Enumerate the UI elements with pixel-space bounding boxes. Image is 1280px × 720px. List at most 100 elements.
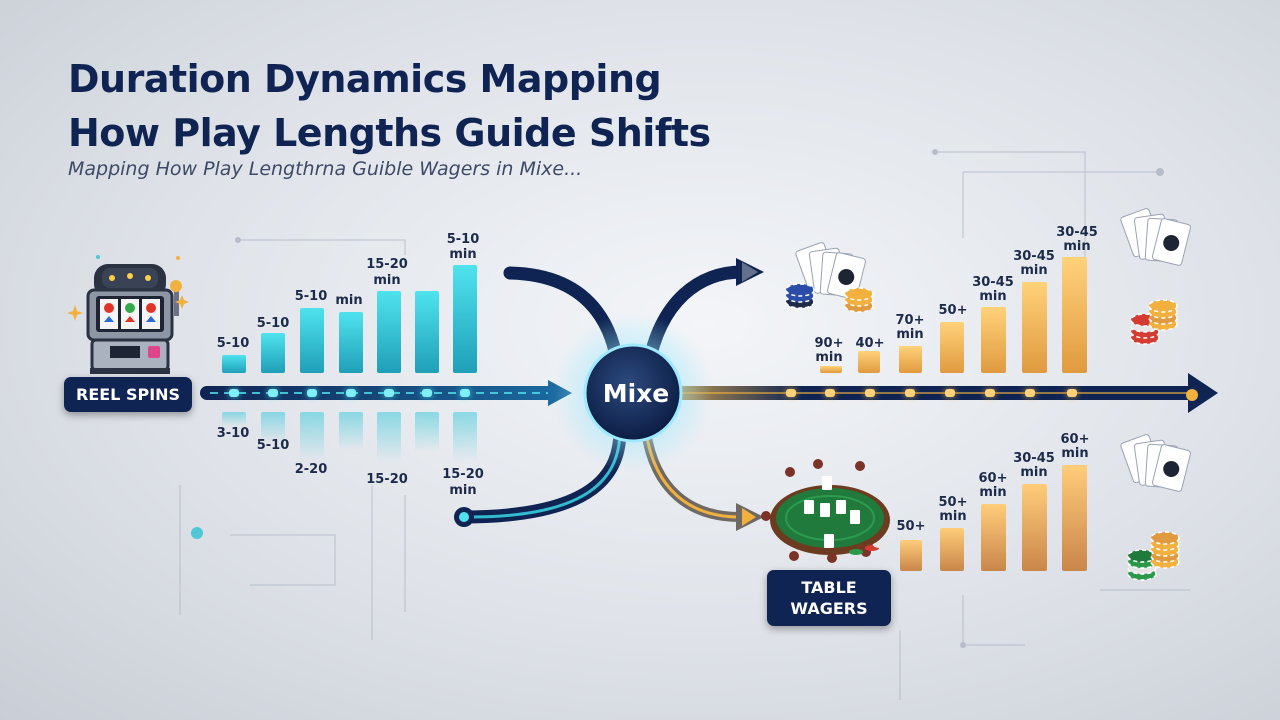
- track-dot: [268, 389, 278, 397]
- sparkle: [176, 256, 180, 260]
- bar: [339, 312, 363, 373]
- duration-label: 3-10: [217, 426, 250, 441]
- bar: [900, 540, 922, 571]
- bar: [300, 308, 324, 373]
- lower-left-reflection-bars: [222, 412, 477, 462]
- card-suit: [838, 268, 855, 285]
- upper-right-bars: [820, 257, 1087, 373]
- duration-label: min: [373, 273, 400, 288]
- table-wagers-line-1: TABLE: [801, 578, 857, 597]
- duration-label: 5-10: [257, 316, 290, 331]
- title-line-2: How Play Lengths Guide Shifts: [68, 111, 711, 155]
- hub-label: Mixe: [603, 379, 670, 408]
- trace: [238, 239, 406, 255]
- duration-label: 30-45: [1056, 225, 1098, 240]
- sparkles: [67, 255, 189, 321]
- bar: [981, 504, 1006, 571]
- trace-dot: [235, 237, 241, 243]
- duration-label: 15-20: [366, 472, 408, 487]
- playing-cards-icon: [1120, 434, 1191, 492]
- duration-label: 60+: [1061, 432, 1090, 447]
- duration-label: min: [815, 350, 842, 365]
- duration-label: min: [939, 509, 966, 524]
- bar-reflection: [339, 412, 363, 450]
- duration-label: min: [979, 485, 1006, 500]
- duration-label: 30-45: [1013, 249, 1055, 264]
- track-dot: [985, 389, 995, 397]
- duration-label: 40+: [856, 336, 885, 351]
- upper-arrowhead: [736, 258, 764, 286]
- track-dot: [905, 389, 915, 397]
- track-dot: [786, 389, 796, 397]
- track-dot: [1025, 389, 1035, 397]
- upper-left-bars: [222, 265, 477, 373]
- chip: [1150, 531, 1180, 545]
- bar-reflection: [300, 412, 324, 460]
- duration-label: min: [1061, 446, 1088, 461]
- bar: [899, 346, 922, 373]
- duration-label: min: [896, 327, 923, 342]
- duration-label: min: [1020, 263, 1047, 278]
- bar-reflection: [377, 412, 401, 462]
- poker-table-icon: [761, 459, 890, 563]
- card: [1151, 444, 1191, 492]
- track-dot: [945, 389, 955, 397]
- duration-label: 50+: [939, 495, 968, 510]
- circuit-traces: [179, 151, 1190, 700]
- sparkle: [96, 255, 100, 259]
- duration-label: 30-45: [1013, 451, 1055, 466]
- duration-label: 15-20: [442, 467, 484, 482]
- duration-label: 50+: [897, 519, 926, 534]
- duration-label: 90+: [815, 336, 844, 351]
- bar-reflection: [261, 412, 285, 442]
- trace: [230, 534, 336, 586]
- duration-label: 2-20: [295, 462, 328, 477]
- bar: [940, 528, 964, 571]
- duration-label: 70+: [896, 313, 925, 328]
- bar: [1022, 484, 1047, 571]
- bar: [261, 333, 285, 373]
- track-dot: [460, 389, 470, 397]
- bar: [1062, 465, 1087, 571]
- duration-label: min: [449, 247, 476, 262]
- page-subtitle: Mapping How Play Lengthrna Guible Wagers…: [68, 158, 583, 180]
- bar: [940, 322, 964, 373]
- playing-cards-icon: [1120, 208, 1191, 266]
- bar-reflection: [415, 412, 439, 452]
- track-dot: [307, 389, 317, 397]
- bar: [222, 355, 246, 373]
- card: [1151, 218, 1191, 266]
- duration-label: min: [1020, 465, 1047, 480]
- upper-arrowhead-shine: [742, 262, 758, 282]
- bar: [981, 307, 1006, 373]
- track-end-dot: [1186, 389, 1198, 401]
- page-title: Duration Dynamics Mapping How Play Lengt…: [68, 52, 711, 160]
- table-wagers-line-2: WAGERS: [790, 599, 868, 618]
- sparkle: [175, 295, 189, 309]
- bar: [377, 291, 401, 373]
- duration-label: min: [1063, 239, 1090, 254]
- trace: [962, 595, 1025, 646]
- lower-right-bars: [900, 465, 1087, 571]
- trace-dot: [932, 149, 938, 155]
- track-dot: [346, 389, 356, 397]
- title-line-1: Duration Dynamics Mapping: [68, 57, 662, 101]
- trace-dots: [235, 149, 1164, 648]
- trace-node: [191, 527, 203, 539]
- duration-label: 50+: [939, 303, 968, 318]
- chip: [1148, 299, 1178, 313]
- bar: [453, 265, 477, 373]
- sparkle: [67, 305, 83, 321]
- right-track-dots: [785, 388, 1078, 398]
- bar: [415, 291, 439, 373]
- left-track-dots: [228, 388, 471, 398]
- bar: [858, 351, 880, 373]
- duration-label: 15-20: [366, 257, 408, 272]
- duration-label: 5-10: [447, 232, 480, 247]
- trace-dot: [960, 642, 966, 648]
- chip: [785, 283, 815, 297]
- duration-label: min: [979, 289, 1006, 304]
- start-node-core: [459, 512, 469, 522]
- track-dot: [825, 389, 835, 397]
